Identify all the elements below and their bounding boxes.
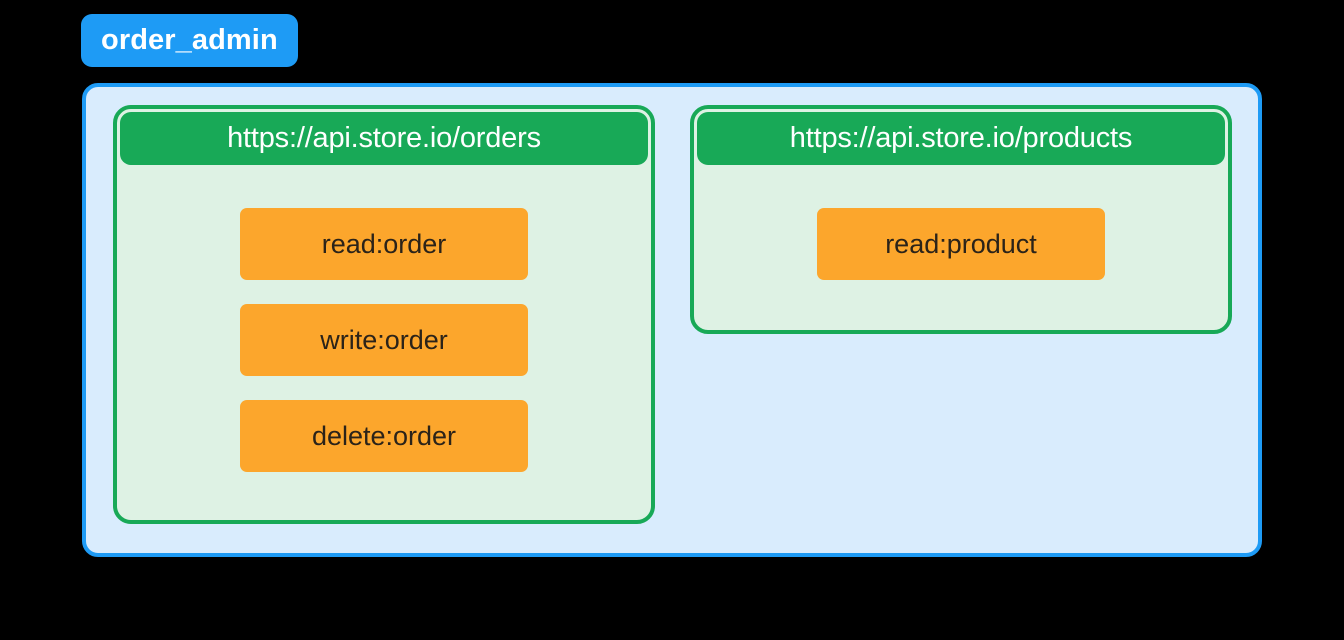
client-scope-container: https://api.store.io/orders read:order w… <box>82 83 1262 557</box>
scope-list-products: read:product <box>697 208 1225 280</box>
client-badge[interactable]: order_admin <box>81 14 298 67</box>
resource-server-row: https://api.store.io/orders read:order w… <box>113 105 1232 524</box>
scope-chip[interactable]: delete:order <box>240 400 528 472</box>
resource-server-audience-products[interactable]: https://api.store.io/products <box>697 112 1225 165</box>
resource-server-audience-orders[interactable]: https://api.store.io/orders <box>120 112 648 165</box>
resource-server-panel-products[interactable]: https://api.store.io/products read:produ… <box>690 105 1232 334</box>
scope-chip[interactable]: read:product <box>817 208 1105 280</box>
resource-server-panel-orders[interactable]: https://api.store.io/orders read:order w… <box>113 105 655 524</box>
scope-list-orders: read:order write:order delete:order <box>120 208 648 472</box>
scope-chip[interactable]: write:order <box>240 304 528 376</box>
scope-chip[interactable]: read:order <box>240 208 528 280</box>
